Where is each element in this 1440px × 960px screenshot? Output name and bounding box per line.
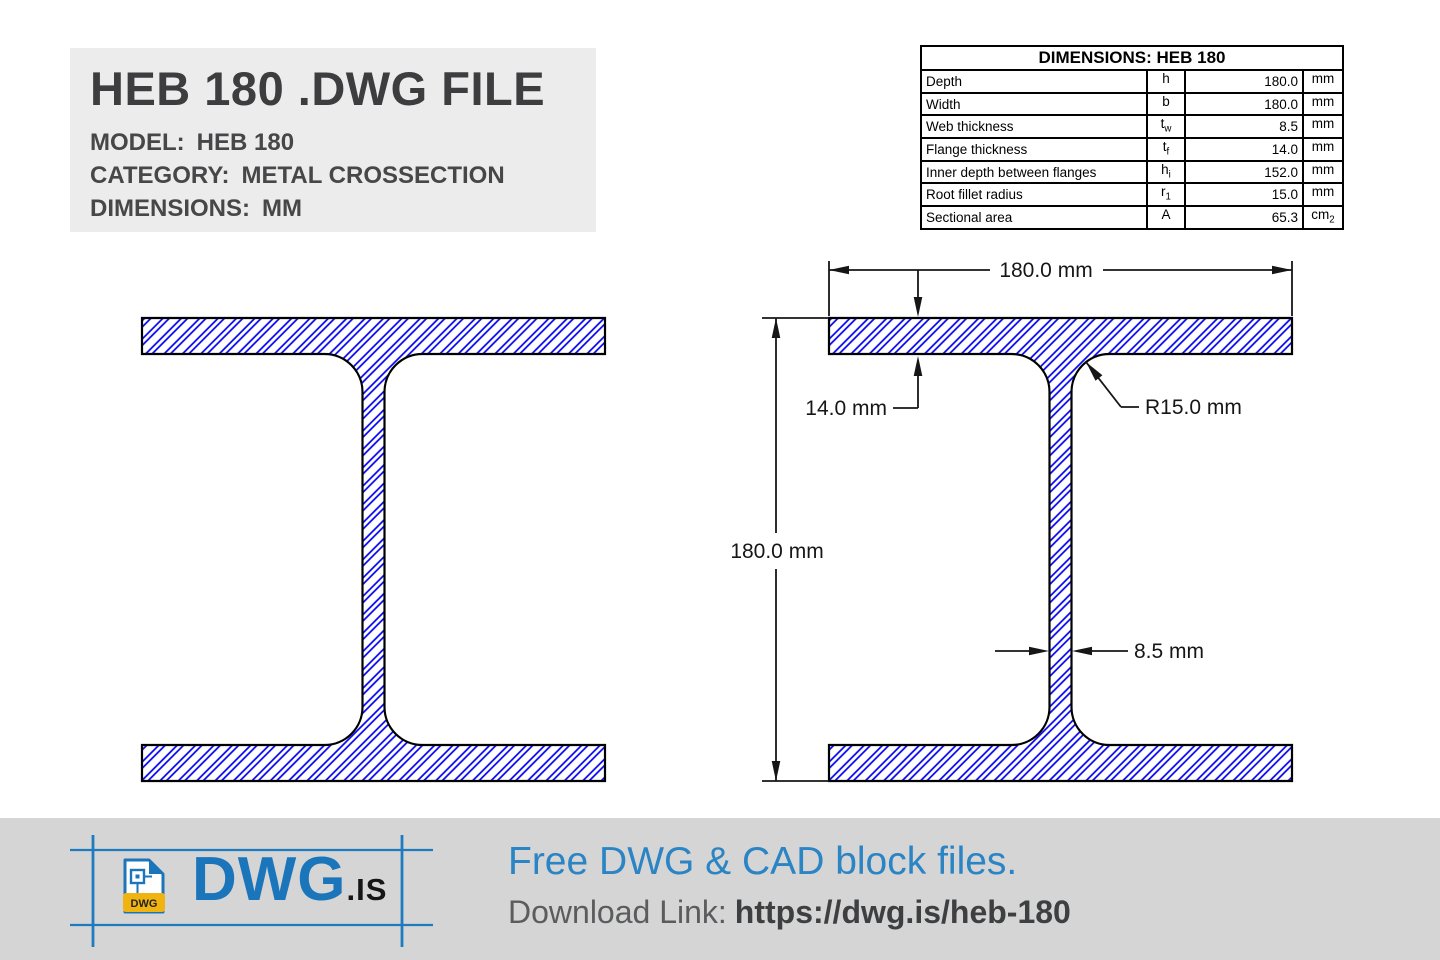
row-unit: mm <box>1302 114 1344 140</box>
category-label: CATEGORY: <box>90 162 230 190</box>
row-name: Sectional area <box>920 205 1148 230</box>
row-value: 14.0 <box>1184 137 1304 162</box>
title-meta: MODEL: HEB 180 CATEGORY: METAL CROSSECTION… <box>90 126 572 225</box>
row-name: Width <box>920 91 1148 117</box>
width-dimension: 180.0 mm <box>828 259 1293 316</box>
table-header-row: DIMENSIONS: HEB 180 <box>920 45 1344 71</box>
dwg-file-icon: DWG <box>123 858 165 914</box>
dimensions-value: MM <box>262 195 302 223</box>
dwg-badge <box>123 893 165 912</box>
download-line: Download Link:https://dwg.is/heb-180 <box>508 894 1071 931</box>
row-value: 8.5 <box>1184 114 1304 140</box>
page-title: HEB 180 .DWG FILE <box>90 62 546 115</box>
row-symbol: b <box>1146 91 1186 117</box>
left-beam-cross-section <box>140 316 607 783</box>
logo-is-text: .IS <box>346 872 388 907</box>
table-row: Width b 180.0 mm <box>920 91 1344 117</box>
row-name: Web thickness <box>920 114 1148 140</box>
table-row: Flange thickness tf 14.0 mm <box>920 137 1344 162</box>
table-title: DIMENSIONS: HEB 180 <box>920 45 1344 71</box>
row-unit: mm <box>1302 91 1344 117</box>
logo-dwg-text: DWG <box>192 845 347 914</box>
row-symbol: A <box>1146 205 1186 230</box>
row-symbol: r1 <box>1146 182 1186 208</box>
footer-tagline: Free DWG & CAD block files. <box>508 840 1018 883</box>
row-symbol: h <box>1146 69 1186 94</box>
fillet-radius-dimension: R15.0 mm <box>1085 361 1242 419</box>
flange-thickness-label: 14.0 mm <box>805 397 887 420</box>
height-dimension-label: 180.0 mm <box>730 540 823 563</box>
title-block: HEB 180 .DWG FILE MODEL: HEB 180 CATEGORY… <box>70 48 596 232</box>
row-symbol: hi <box>1146 159 1186 185</box>
width-dimension-label: 180.0 mm <box>999 259 1092 282</box>
model-value: HEB 180 <box>196 129 295 157</box>
row-unit: mm <box>1302 159 1344 185</box>
row-value: 180.0 <box>1184 91 1304 117</box>
category-value: METAL CROSSECTION <box>241 162 505 190</box>
folded-corner-icon <box>149 860 163 874</box>
table-row: Inner depth between flanges hi 152.0 mm <box>920 159 1344 185</box>
row-unit: cm2 <box>1302 205 1344 230</box>
row-unit: mm <box>1302 137 1344 162</box>
category-line: CATEGORY: METAL CROSSECTION <box>90 159 572 192</box>
web-thickness-label: 8.5 mm <box>1134 640 1204 663</box>
footer: DWG DWG.IS Free DWG & CAD block files. D… <box>0 818 1440 960</box>
row-value: 15.0 <box>1184 182 1304 208</box>
dimensions-label: DIMENSIONS: <box>90 195 251 223</box>
fillet-radius-label: R15.0 mm <box>1145 396 1242 419</box>
row-value: 180.0 <box>1184 69 1304 94</box>
row-symbol: tf <box>1146 137 1186 162</box>
dimensions-line: DIMENSIONS: MM <box>90 192 572 225</box>
table-row: Sectional area A 65.3 cm2 <box>920 205 1344 230</box>
dwg-badge-label: DWG <box>131 898 158 910</box>
row-symbol: tw <box>1146 114 1186 140</box>
table-row: Depth h 180.0 mm <box>920 69 1344 94</box>
row-name: Flange thickness <box>920 137 1148 162</box>
height-dimension: 180.0 mm <box>730 317 829 782</box>
row-value: 65.3 <box>1184 205 1304 230</box>
table-row: Root fillet radius r1 15.0 mm <box>920 182 1344 208</box>
row-unit: mm <box>1302 182 1344 208</box>
model-line: MODEL: HEB 180 <box>90 126 572 159</box>
logo-wordmark: DWG.IS <box>192 844 387 915</box>
table-row: Web thickness tw 8.5 mm <box>920 114 1344 140</box>
model-label: MODEL: <box>90 129 185 157</box>
row-name: Root fillet radius <box>920 182 1148 208</box>
right-beam-cross-section <box>827 316 1294 783</box>
download-url: https://dwg.is/heb-180 <box>734 894 1071 930</box>
logo-crosshair-guides <box>70 835 433 947</box>
row-name: Depth <box>920 69 1148 94</box>
row-value: 152.0 <box>1184 159 1304 185</box>
dimensions-table: DIMENSIONS: HEB 180 Depth h 180.0 mm Wid… <box>920 45 1344 230</box>
flange-thickness-dimension: 14.0 mm <box>805 270 923 420</box>
row-name: Inner depth between flanges <box>920 159 1148 185</box>
row-unit: mm <box>1302 69 1344 94</box>
download-label: Download Link: <box>508 894 727 930</box>
web-thickness-dimension: 8.5 mm <box>995 640 1204 663</box>
